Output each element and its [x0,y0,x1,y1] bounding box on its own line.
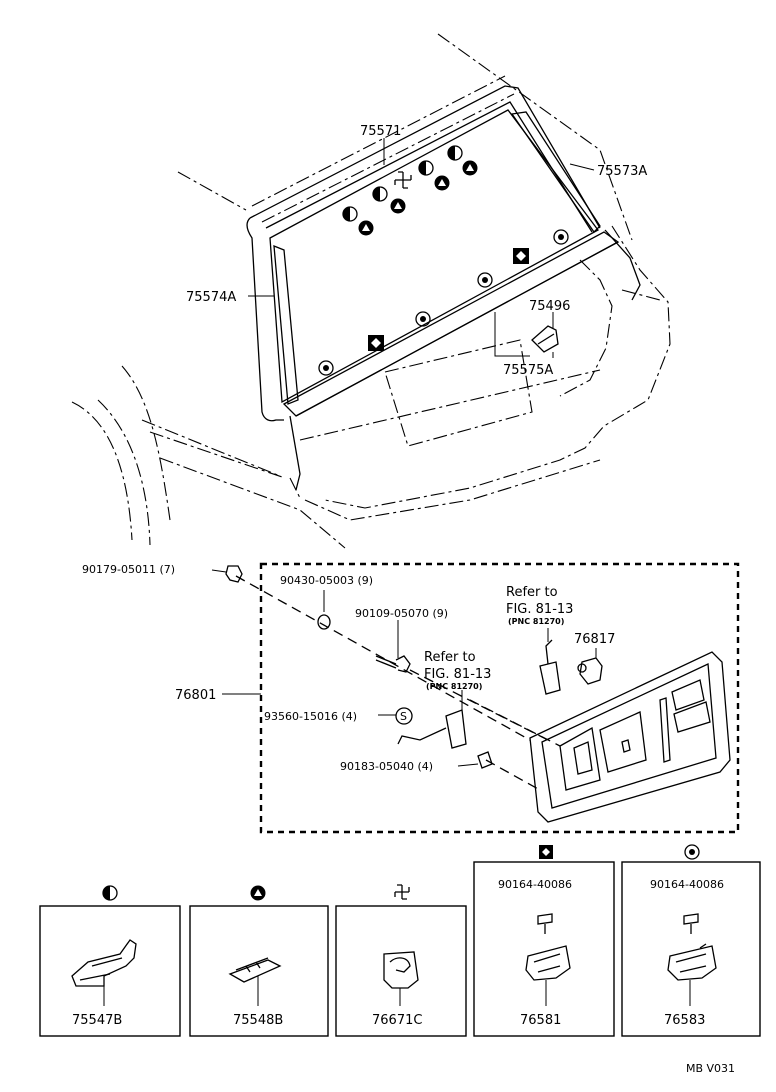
washer-90430 [317,590,331,630]
diamond-symbol [368,335,384,351]
label-90430: 90430-05003 (9) [280,574,373,587]
guide-line [469,699,561,747]
part-76817 [577,648,603,685]
label-screw-90164-b: 90164-40086 [650,878,724,891]
refer-lower-line3: (PNC 81270) [426,682,482,691]
car-body-outline [71,33,671,549]
triangle-symbol [358,220,374,236]
triangle-icon [250,885,266,901]
label-90109: 90109-05070 (9) [355,607,448,620]
s-clip-marker: S [395,707,413,725]
label-76801: 76801 [175,688,216,703]
guide-line [485,759,541,791]
guide-line [409,669,549,741]
label-76583: 76583 [664,1013,705,1028]
half-circle-symbol [372,186,388,202]
half-circle-symbol [418,160,434,176]
assembly-boundary [259,562,740,834]
refer-upper-line2: FIG. 81-13 [506,602,573,617]
clip-box-76671c: 76671C [335,884,467,1037]
clip-box-75547b: 75547B [39,885,181,1037]
clip-90179 [211,565,243,583]
footer-code: MB V031 [686,1062,735,1075]
triangle-symbol [390,198,406,214]
circle-dot-symbol [553,229,569,245]
label-76581: 76581 [520,1013,561,1028]
label-93560: 93560-15016 (4) [264,710,357,723]
label-screw-90164-a: 90164-40086 [498,878,572,891]
half-circle-symbol [447,145,463,161]
triangle-symbol [434,175,450,191]
refer-upper-line1: Refer to [506,585,558,600]
refer-lower-line1: Refer to [424,650,476,665]
circle-dot-symbol [477,272,493,288]
label-90183: 90183-05040 (4) [340,760,433,773]
circle-dot-symbol [415,311,431,327]
back-door-window-frame [246,85,641,491]
circle-dot-icon [684,844,700,860]
half-circle-icon [102,885,118,901]
label-75573a: 75573A [597,164,647,179]
refer-lower-line2: FIG. 81-13 [424,667,491,682]
license-lamp-socket [397,690,467,749]
clip-box-75548b: 75548B [189,885,329,1037]
label-75547b: 75547B [72,1013,122,1028]
label-75571: 75571 [360,124,401,139]
clip-box-76581: 90164-40086 76581 [473,845,615,1037]
label-75574a: 75574A [186,290,236,305]
triangle-symbol [462,160,478,176]
top-leaders [248,138,595,358]
triangle-markers [358,160,478,236]
label-75575a: 75575A [503,363,553,378]
label-76817: 76817 [574,632,615,647]
label-76671c: 76671C [372,1013,422,1028]
back-door-garnish-76801 [529,651,731,823]
bracket-75496 [531,325,559,353]
diamond-symbol [513,248,529,264]
diamond-markers [368,248,529,351]
circle-dot-markers [318,229,569,376]
clip-box-76583: 90164-40086 76583 [621,844,761,1037]
guide-line [235,575,531,741]
license-lamp-upper [539,628,561,695]
half-circle-symbol [342,206,358,222]
circle-dot-symbol [318,360,334,376]
label-75496: 75496 [529,299,570,314]
pinwheel-icon [394,884,410,900]
label-90179: 90179-05011 (7) [82,563,175,576]
diamond-icon [539,845,553,859]
s-clip-letter: S [400,710,407,723]
refer-upper-line3: (PNC 81270) [508,617,564,626]
label-75548b: 75548B [233,1013,283,1028]
half-circle-markers [342,145,463,222]
pinwheel-marker [394,171,412,189]
